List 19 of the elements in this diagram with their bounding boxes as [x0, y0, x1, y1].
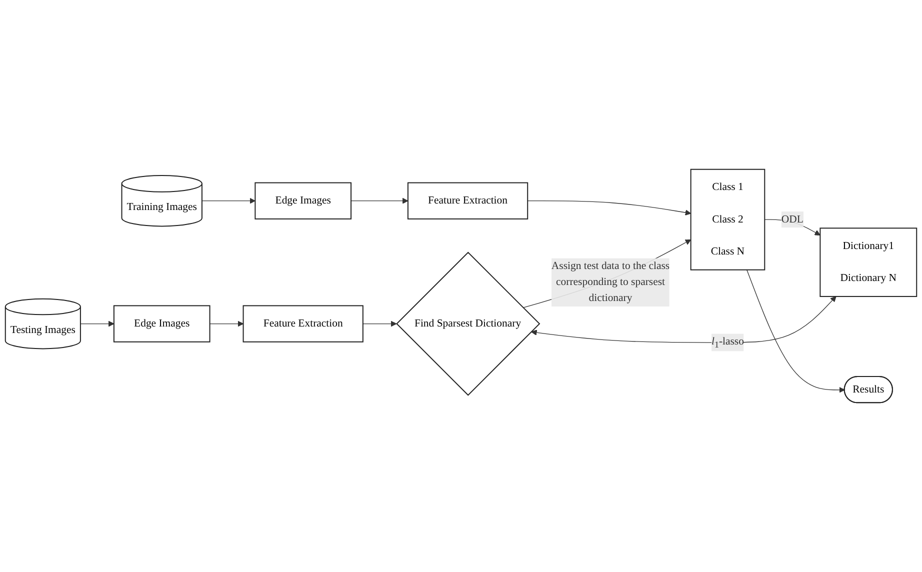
node-box: Class 1 Class 2 Class N — [690, 168, 766, 270]
node-box: Dictionary1 Dictionary N — [820, 228, 918, 297]
arrow — [527, 200, 692, 216]
arrow — [350, 198, 408, 204]
arrow — [80, 320, 114, 327]
arrow — [531, 296, 836, 343]
arrow — [209, 320, 244, 327]
arrow — [746, 269, 845, 393]
node-box: Edge Images — [113, 305, 210, 342]
node-box: Feature Extraction — [407, 182, 528, 220]
edge-label: l$_{1}$-lasso — [712, 336, 744, 350]
arrow — [362, 320, 397, 327]
node-box: Edge Images — [254, 182, 352, 220]
node-box: Feature Extraction — [242, 305, 364, 342]
node-diamond: Find Sparsest Dictionary — [396, 252, 540, 396]
arrow — [202, 198, 256, 204]
edge-label: Assign test data to the class corresponding to sparsest dictionary — [551, 260, 670, 304]
edge-label: ODL — [781, 214, 804, 225]
arrow — [764, 219, 820, 236]
